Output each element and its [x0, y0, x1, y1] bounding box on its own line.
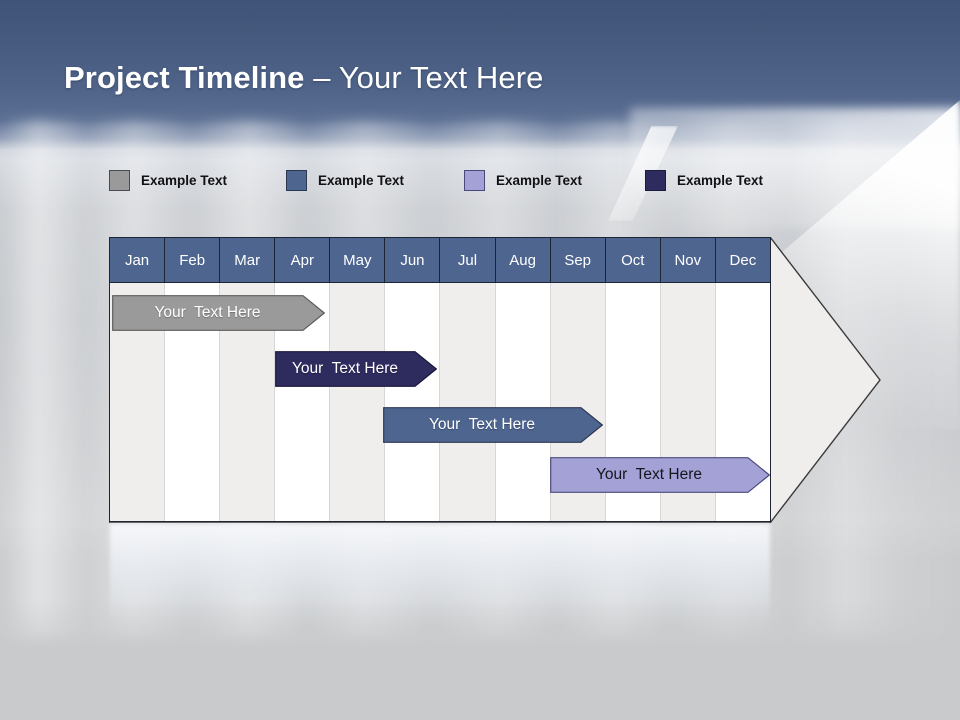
legend-swatch-lavender: [464, 170, 485, 191]
month-header-jul[interactable]: Jul: [440, 238, 496, 282]
month-header-sep[interactable]: Sep: [550, 238, 606, 282]
legend-item-3[interactable]: Example Text: [464, 170, 582, 191]
background-bottom-fade: [0, 600, 960, 720]
grid-column-oct: [606, 283, 661, 521]
month-header-aug[interactable]: Aug: [495, 238, 551, 282]
grid-column-aug: [496, 283, 551, 521]
month-header-may[interactable]: May: [330, 238, 386, 282]
legend-label-4: Example Text: [677, 173, 764, 188]
legend-item-1[interactable]: Example Text: [109, 170, 227, 191]
task-bar-shape-3: [383, 407, 603, 443]
month-header-mar[interactable]: Mar: [220, 238, 276, 282]
title-bold-part: Project Timeline: [64, 60, 305, 95]
grid-column-may: [330, 283, 386, 521]
legend-label-3: Example Text: [496, 173, 583, 188]
title-separator: –: [304, 60, 339, 95]
grid-column-jun: [385, 283, 441, 521]
legend-swatch-blue: [286, 170, 307, 191]
task-bar-label-2: Your Text Here: [292, 360, 398, 377]
legend-item-4[interactable]: Example Text: [645, 170, 763, 191]
task-bar-2[interactable]: Your Text Here: [275, 351, 437, 387]
legend-label-1: Example Text: [141, 173, 228, 188]
task-bar-label-3: Your Text Here: [429, 416, 535, 433]
task-bar-label-1: Your Text Here: [154, 304, 261, 321]
legend-swatch-navy: [645, 170, 666, 191]
month-header-dec[interactable]: Dec: [715, 238, 770, 282]
task-bar-shape-1: [112, 295, 325, 331]
task-bar-3[interactable]: Your Text Here: [383, 407, 603, 443]
grid-column-jul: [440, 283, 496, 521]
legend: Example Text Example Text Example Text E…: [0, 170, 960, 194]
month-header-oct[interactable]: Oct: [605, 238, 661, 282]
title-rest: Your Text Here: [338, 60, 544, 95]
legend-item-2[interactable]: Example Text: [286, 170, 404, 191]
task-bar-4[interactable]: Your Text Here: [550, 457, 770, 493]
month-header-apr[interactable]: Apr: [275, 238, 331, 282]
month-header-nov[interactable]: Nov: [660, 238, 716, 282]
month-header-feb[interactable]: Feb: [165, 238, 221, 282]
task-bar-shape-4: [550, 457, 770, 493]
task-bar-shape-2: [275, 351, 437, 387]
month-header-jan[interactable]: Jan: [110, 238, 166, 282]
page-title: Project Timeline – Your Text Here: [64, 60, 543, 96]
legend-label-2: Example Text: [318, 173, 405, 188]
grid-column-feb: [165, 283, 221, 521]
task-bar-1[interactable]: Your Text Here: [112, 295, 325, 331]
month-header-jun[interactable]: Jun: [385, 238, 441, 282]
legend-swatch-gray: [109, 170, 130, 191]
task-bar-label-4: Your Text Here: [596, 466, 702, 483]
grid-column-apr: [275, 283, 331, 521]
